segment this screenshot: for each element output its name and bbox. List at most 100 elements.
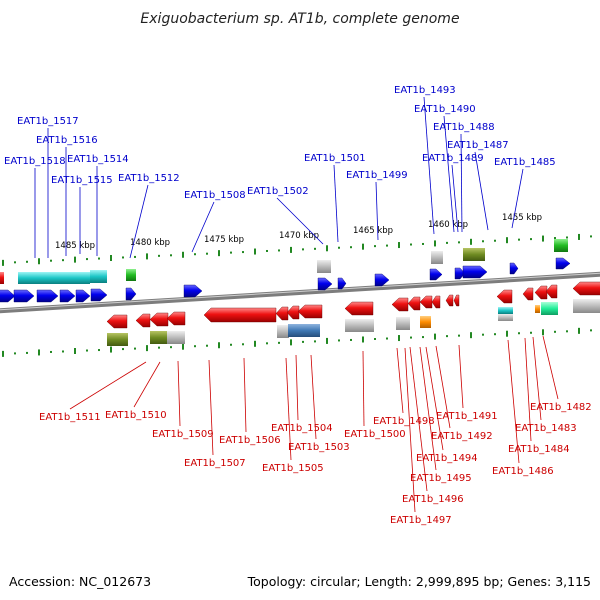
gene-label-eat1b-1495[interactable]: EAT1b_1495	[410, 473, 472, 484]
reverse-cds-arrow	[203, 307, 277, 323]
scale-tick-bottom	[434, 333, 436, 340]
reverse-label-connector	[396, 347, 404, 414]
gene-label-eat1b-1496[interactable]: EAT1b_1496	[402, 494, 464, 505]
reverse-cds-arrow	[135, 313, 151, 328]
reverse-label-connector	[69, 361, 147, 410]
scale-label-1470: 1470 kbp	[279, 231, 319, 241]
scale-label-1475: 1475 kbp	[204, 235, 244, 245]
reverse-misc-feature	[535, 305, 540, 313]
reverse-label-connector	[310, 354, 317, 440]
scale-tick-bottom	[62, 350, 64, 353]
scale-tick-top	[398, 242, 400, 249]
scale-tick-bottom	[278, 341, 280, 344]
reverse-cds-arrow	[419, 295, 433, 309]
scale-tick-top	[50, 259, 52, 262]
scale-tick-top	[182, 251, 184, 258]
scale-tick-top	[590, 235, 592, 238]
scale-label-1480: 1480 kbp	[130, 238, 170, 248]
scale-tick-top	[554, 237, 556, 240]
forward-cds-arrow	[183, 284, 203, 298]
reverse-misc-feature	[345, 319, 374, 332]
gene-label-eat1b-1517[interactable]: EAT1b_1517	[17, 116, 79, 127]
scale-tick-bottom	[494, 333, 496, 336]
forward-cds-arrow	[509, 262, 519, 275]
forward-cds-arrow	[75, 289, 91, 303]
gene-label-eat1b-1485[interactable]: EAT1b_1485	[494, 157, 556, 168]
reverse-misc-feature	[573, 299, 600, 313]
scale-tick-bottom	[374, 338, 376, 340]
gene-label-eat1b-1501[interactable]: EAT1b_1501	[304, 153, 366, 164]
gene-label-eat1b-1510[interactable]: EAT1b_1510	[105, 410, 167, 421]
forward-label-connector	[443, 115, 455, 233]
accession-text: Accession: NC_012673	[9, 574, 151, 589]
gene-label-eat1b-1502[interactable]: EAT1b_1502	[247, 186, 309, 197]
scale-tick-top	[170, 254, 172, 257]
gene-label-eat1b-1488[interactable]: EAT1b_1488	[433, 122, 495, 133]
scale-tick-bottom	[590, 329, 592, 332]
reverse-misc-feature	[167, 331, 185, 344]
scale-tick-top	[530, 238, 532, 241]
gene-label-eat1b-1492[interactable]: EAT1b_1492	[431, 431, 493, 442]
forward-label-connector	[129, 184, 149, 259]
scale-tick-top	[302, 248, 304, 251]
gene-label-eat1b-1507[interactable]: EAT1b_1507	[184, 458, 246, 469]
scale-tick-top	[410, 243, 412, 246]
reverse-rna-feature	[541, 302, 558, 315]
gene-label-eat1b-1489[interactable]: EAT1b_1489	[422, 153, 484, 164]
gene-label-eat1b-1514[interactable]: EAT1b_1514	[67, 154, 129, 165]
scale-tick-top	[86, 258, 88, 261]
gene-label-eat1b-1484[interactable]: EAT1b_1484	[508, 444, 570, 455]
reverse-label-connector	[243, 357, 247, 433]
gene-label-eat1b-1486[interactable]: EAT1b_1486	[492, 466, 554, 477]
scale-tick-bottom	[14, 352, 16, 355]
gene-label-eat1b-1516[interactable]: EAT1b_1516	[36, 135, 98, 146]
forward-label-connector	[333, 164, 339, 243]
scale-tick-bottom	[290, 339, 292, 346]
gene-label-eat1b-1490[interactable]: EAT1b_1490	[414, 104, 476, 115]
gene-label-eat1b-1515[interactable]: EAT1b_1515	[51, 175, 113, 186]
gene-label-eat1b-1499[interactable]: EAT1b_1499	[346, 170, 408, 181]
reverse-cds-arrow	[545, 284, 558, 299]
gene-label-eat1b-1498[interactable]: EAT1b_1498	[373, 416, 435, 427]
scale-tick-bottom	[422, 336, 424, 339]
gene-label-eat1b-1509[interactable]: EAT1b_1509	[152, 429, 214, 440]
scale-tick-bottom	[242, 343, 244, 346]
forward-label-connector	[423, 96, 435, 235]
gene-label-eat1b-1482[interactable]: EAT1b_1482	[530, 402, 592, 413]
reverse-cds-arrow	[431, 295, 441, 309]
gene-label-eat1b-1497[interactable]: EAT1b_1497	[390, 515, 452, 526]
forward-cds-arrow	[337, 277, 347, 290]
forward-misc-feature	[554, 239, 568, 252]
scale-tick-top	[326, 245, 328, 252]
gene-label-eat1b-1511[interactable]: EAT1b_1511	[39, 412, 101, 423]
forward-label-connector	[191, 201, 215, 253]
gene-label-eat1b-1500[interactable]: EAT1b_1500	[344, 429, 406, 440]
reverse-cds-arrow	[534, 285, 548, 300]
forward-cds-arrow	[555, 257, 571, 270]
scale-tick-top	[218, 250, 220, 257]
reverse-cds-arrow	[286, 305, 300, 320]
gene-label-eat1b-1518[interactable]: EAT1b_1518	[4, 156, 66, 167]
gene-label-eat1b-1508[interactable]: EAT1b_1508	[184, 190, 246, 201]
gene-label-eat1b-1494[interactable]: EAT1b_1494	[416, 453, 478, 464]
gene-label-eat1b-1505[interactable]: EAT1b_1505	[262, 463, 324, 474]
scale-tick-top	[470, 238, 472, 245]
gene-label-eat1b-1493[interactable]: EAT1b_1493	[394, 85, 456, 96]
reverse-label-connector	[409, 346, 428, 492]
scale-tick-top	[2, 259, 4, 266]
forward-rna-feature	[90, 270, 107, 283]
gene-label-eat1b-1512[interactable]: EAT1b_1512	[118, 173, 180, 184]
forward-label-connector	[511, 168, 524, 229]
scale-tick-bottom	[74, 348, 76, 354]
scale-tick-top	[254, 248, 256, 255]
gene-label-eat1b-1504[interactable]: EAT1b_1504	[271, 423, 333, 434]
gene-label-eat1b-1483[interactable]: EAT1b_1483	[515, 423, 577, 434]
forward-cds-arrow	[0, 289, 16, 303]
gene-label-eat1b-1503[interactable]: EAT1b_1503	[288, 442, 350, 453]
gene-label-eat1b-1487[interactable]: EAT1b_1487	[447, 140, 509, 151]
scale-tick-bottom	[350, 338, 352, 341]
scale-tick-bottom	[26, 351, 28, 354]
gene-label-eat1b-1491[interactable]: EAT1b_1491	[436, 411, 498, 422]
gene-label-eat1b-1506[interactable]: EAT1b_1506	[219, 435, 281, 446]
